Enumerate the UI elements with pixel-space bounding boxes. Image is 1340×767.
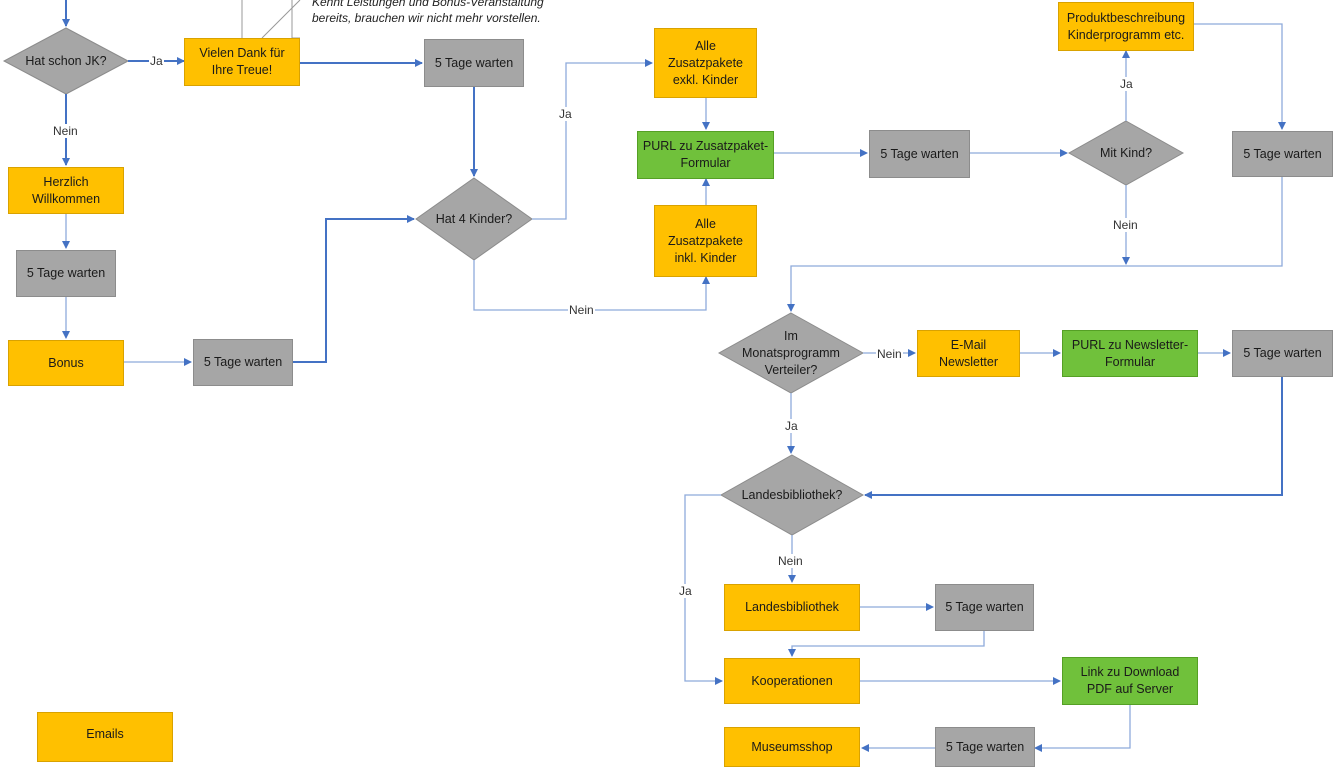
decision-landesbibliothek-label: Landesbibliothek? [741, 487, 843, 502]
connectors-thick [62, 0, 1283, 499]
edge-label-ja: Ja [558, 107, 573, 121]
node-zusatzpakete-inkl: Alle Zusatzpakete inkl. Kinder [654, 205, 757, 277]
decision-hat-4-kinder-label: Hat 4 Kinder? [435, 211, 513, 226]
node-purl-newsletter: PURL zu Newsletter- Formular [1062, 330, 1198, 377]
edge-label-ja: Ja [149, 54, 164, 68]
legend-emails: Emails [37, 712, 173, 762]
node-link-download: Link zu Download PDF auf Server [1062, 657, 1198, 705]
node-museumsshop: Museumsshop [724, 727, 860, 767]
node-wait-1: 5 Tage warten [424, 39, 524, 87]
edge-label-ja: Ja [678, 584, 693, 598]
node-produktbeschreibung: Produktbeschreibung Kinderprogramm etc. [1058, 2, 1194, 51]
node-email-newsletter: E-Mail Newsletter [917, 330, 1020, 377]
edge-label-nein: Nein [568, 303, 595, 317]
node-wait-6: 5 Tage warten [1232, 330, 1333, 377]
node-herzlich-willkommen: Herzlich Willkommen [8, 167, 124, 214]
node-zusatzpakete-exkl: Alle Zusatzpakete exkl. Kinder [654, 28, 757, 98]
decision-hat-schon-jk-label: Hat schon JK? [25, 53, 107, 68]
node-wait-4: 5 Tage warten [869, 130, 970, 178]
node-bonus: Bonus [8, 340, 124, 386]
edge-label-nein: Nein [876, 347, 903, 361]
edge-label-nein: Nein [777, 554, 804, 568]
node-kooperationen: Kooperationen [724, 658, 860, 704]
decision-mit-kind-label: Mit Kind? [1099, 145, 1153, 160]
edge-label-nein: Nein [1112, 218, 1139, 232]
node-landesbibliothek: Landesbibliothek [724, 584, 860, 631]
node-wait-8: 5 Tage warten [935, 727, 1035, 767]
edge-label-nein: Nein [52, 124, 79, 138]
node-purl-zusatzpaket: PURL zu Zusatzpaket- Formular [637, 131, 774, 179]
annotation-note: Kennt Leistungen und Bonus-Veranstaltung… [312, 0, 544, 25]
node-vielen-dank: Vielen Dank für Ihre Treue! [184, 38, 300, 86]
decision-monatsprogramm-label: Im Monatsprogramm Verteiler? [742, 328, 840, 377]
node-wait-2: 5 Tage warten [16, 250, 116, 297]
node-wait-7: 5 Tage warten [935, 584, 1034, 631]
edge-label-ja: Ja [1119, 77, 1134, 91]
node-wait-5: 5 Tage warten [1232, 131, 1333, 177]
note-callout [241, 0, 301, 39]
node-wait-3: 5 Tage warten [193, 339, 293, 386]
edge-label-ja: Ja [784, 419, 799, 433]
